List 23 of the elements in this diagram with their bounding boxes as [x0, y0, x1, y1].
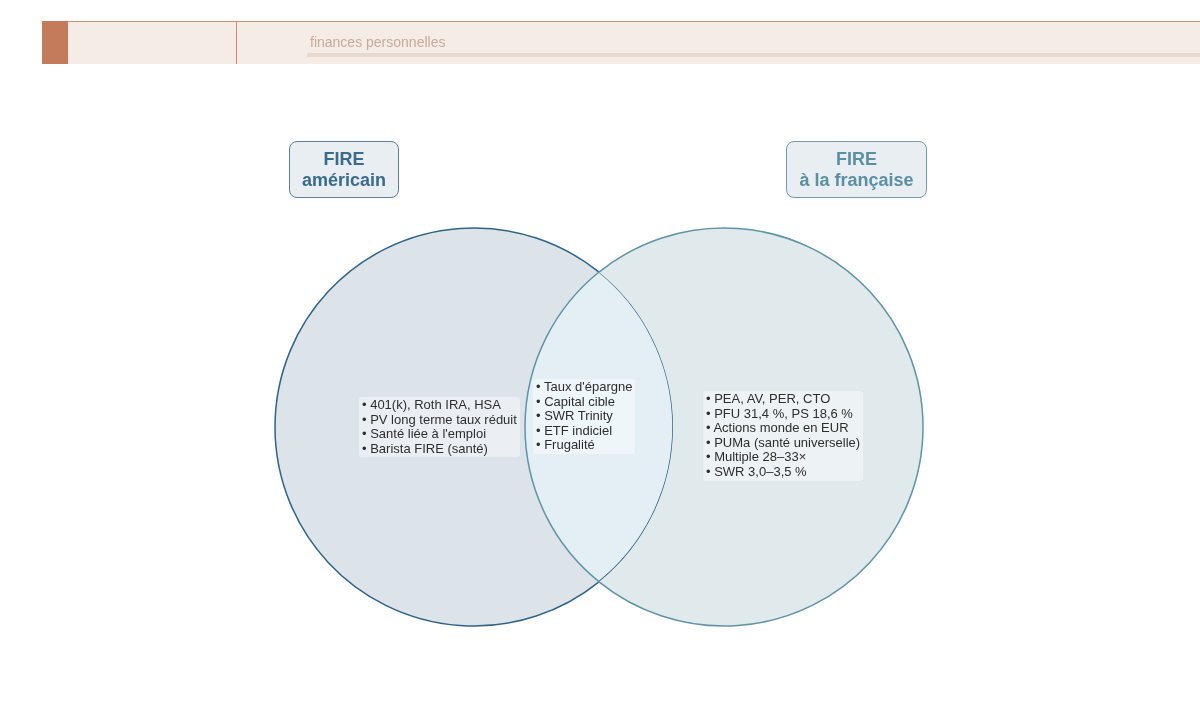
tagline-text: finances personnelles — [310, 34, 446, 50]
bullet-item: • Barista FIRE (santé) — [362, 441, 489, 457]
bullet-item: • PUMa (santé universelle) — [706, 435, 861, 451]
bullet-item: • SWR 3,0–3,5 % — [706, 464, 808, 480]
overlap-region — [524, 271, 674, 583]
bullet-item: • PEA, AV, PER, CTO — [706, 392, 832, 407]
heading-box — [289, 141, 399, 198]
bullet-item: • 401(k), Roth IRA, HSA — [362, 398, 502, 413]
bullet-item: • PV long terme taux réduit — [362, 412, 517, 428]
heading-text: américain — [301, 169, 387, 191]
bullet-item: • Santé liée à l'emploi — [362, 427, 488, 442]
bullet-item: • Taux d'épargne — [536, 380, 633, 395]
bullet-item: • PFU 31,4 %, PS 18,6 % — [706, 406, 854, 422]
bullet-item: • Frugalité — [536, 438, 596, 453]
bullet-item: • Multiple 28–33× — [706, 450, 807, 465]
bullet-item: • Actions monde en EUR — [706, 421, 850, 436]
bullet-item: • ETF indiciel — [536, 423, 614, 439]
bullet-item: • Capital cible — [536, 394, 615, 410]
heading-text: à la française — [799, 169, 914, 191]
bullet-item: • SWR Trinity — [536, 409, 614, 424]
heading-text: FIRE — [836, 148, 877, 170]
heading-text: FIRE — [323, 148, 365, 170]
heading-box — [786, 141, 927, 198]
